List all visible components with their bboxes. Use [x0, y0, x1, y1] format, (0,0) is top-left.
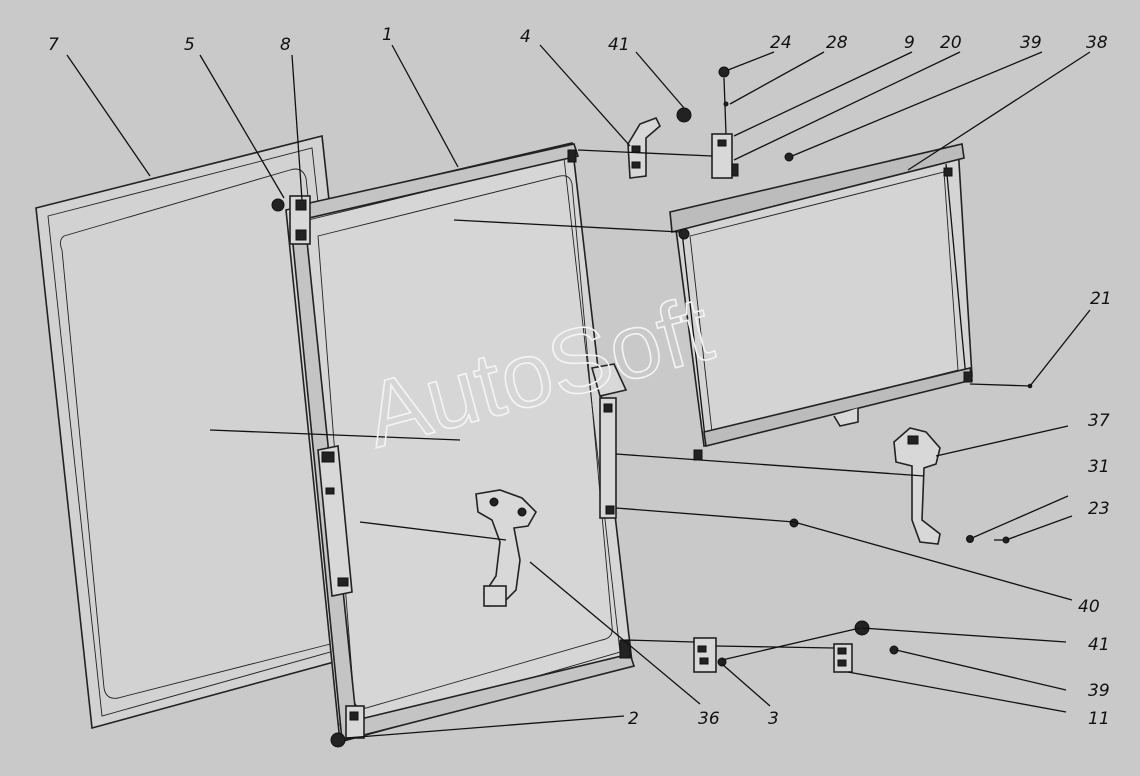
frame-right-latch — [590, 363, 628, 519]
callout-39-bottom: 39 — [1088, 681, 1110, 701]
callout-5: 5 — [184, 35, 195, 55]
callout-40: 40 — [1078, 597, 1100, 617]
nut-41-top — [676, 107, 692, 123]
callout-21: 21 — [1090, 289, 1112, 309]
callout-28: 28 — [826, 33, 848, 53]
frame-bottom-right-fixture — [619, 639, 631, 659]
callout-11: 11 — [1088, 709, 1110, 729]
callout-36: 36 — [698, 709, 720, 729]
leader-lines — [66, 44, 1091, 739]
lower-plate-11 — [833, 643, 853, 673]
callout-37: 37 — [1088, 411, 1110, 431]
callout-2: 2 — [628, 709, 639, 729]
roller-blind-38 — [669, 143, 973, 461]
callout-24: 24 — [770, 33, 792, 53]
callout-3: 3 — [768, 709, 779, 729]
latch-plate — [317, 445, 353, 597]
callout-1: 1 — [382, 25, 393, 45]
callout-38: 38 — [1086, 33, 1108, 53]
callout-41-bottom: 41 — [1088, 635, 1110, 655]
bracket-37 — [893, 427, 941, 545]
callout-41-top: 41 — [608, 35, 630, 55]
callout-39-top: 39 — [1020, 33, 1042, 53]
frame-top-right-fixture — [567, 149, 577, 163]
top-hinge-4 — [627, 116, 661, 179]
callout-23: 23 — [1088, 499, 1110, 519]
callout-31: 31 — [1088, 457, 1110, 477]
callout-20: 20 — [940, 33, 962, 53]
top-left-bracket-5-8 — [271, 195, 311, 245]
callout-9: 9 — [904, 33, 915, 53]
callout-8: 8 — [280, 35, 291, 55]
callout-labels: 7 5 8 1 4 41 24 28 9 20 39 38 21 37 31 2… — [48, 25, 1112, 729]
bottom-left-bracket-2 — [330, 705, 365, 748]
lower-hinge-3 — [693, 637, 727, 673]
hinge-hardware-9-20-24-28 — [711, 66, 739, 179]
door-handle-36 — [475, 489, 537, 607]
callout-4: 4 — [520, 27, 531, 47]
washer-39-top — [784, 152, 794, 162]
callout-7: 7 — [48, 35, 59, 55]
washer-31 — [966, 535, 974, 543]
